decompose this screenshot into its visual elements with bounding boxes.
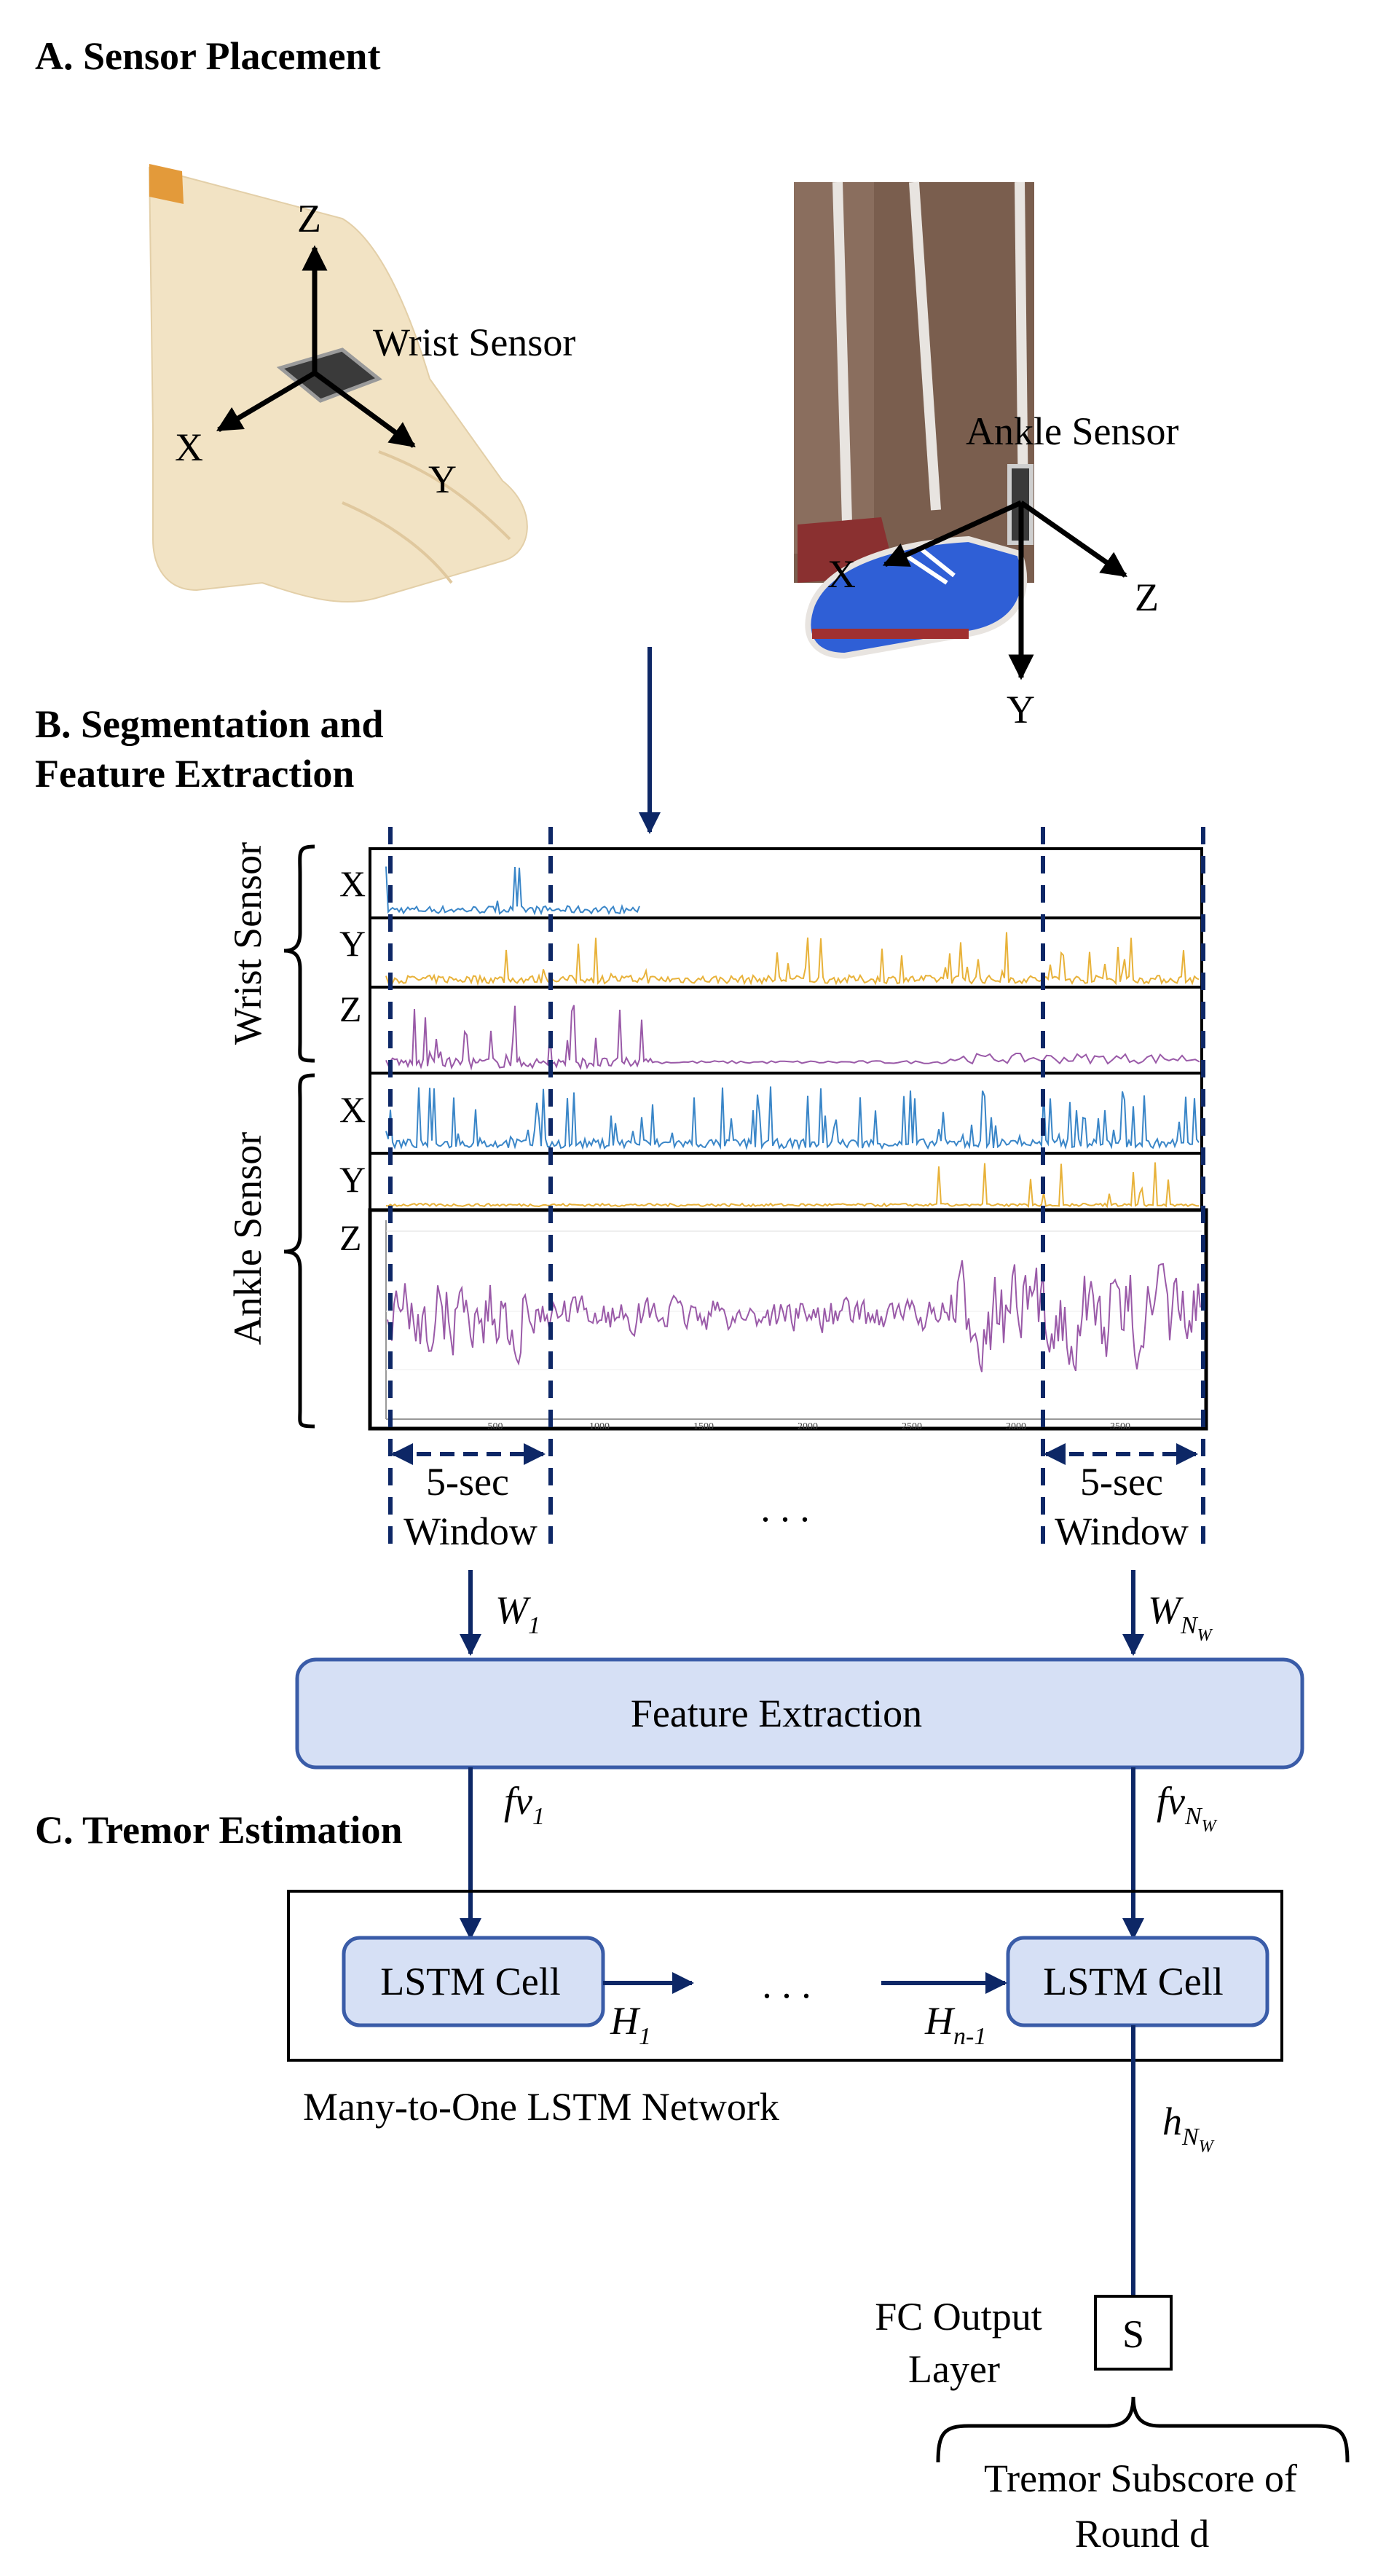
subscore-label-line1: Tremor Subscore of [984, 2457, 1297, 2500]
ankle-axis-y-label: Y [1007, 688, 1035, 731]
subscore-label-line2: Round d [1075, 2512, 1210, 2556]
ankle-sensor-label: Ankle Sensor [966, 409, 1178, 453]
window-1-label-line2: Window [403, 1509, 538, 1553]
ankle-axes [882, 500, 1127, 680]
section-a-title: A. Sensor Placement [35, 34, 380, 78]
window-boundaries [388, 827, 1205, 1550]
lstm-network-label: Many-to-One LSTM Network [303, 2085, 779, 2129]
wrist-panel-y-label: Y [339, 923, 366, 964]
window-1-label-line1: 5-sec [426, 1460, 509, 1504]
ankle-brace [283, 1073, 315, 1429]
ankle-z-panel [368, 1208, 1208, 1431]
wrist-x-panel [369, 847, 1203, 919]
fc-output-label-line1: FC Output [875, 2295, 1042, 2339]
subscore-brace [936, 2396, 1350, 2463]
feature-extraction-label: Feature Extraction [631, 1692, 922, 1735]
x-tick-label: 1500 [693, 1421, 714, 1432]
wrist-axis-y-label: Y [428, 458, 457, 501]
hidden-state-n-1: Hn-1 [924, 1999, 986, 2050]
final-hidden-state: hNW [1162, 2100, 1215, 2156]
section-c-title: C. Tremor Estimation [35, 1808, 402, 1852]
wrist-sensor-device [276, 347, 382, 403]
leg-illustration [794, 181, 1034, 659]
ankle-z-signal [387, 1260, 1201, 1373]
x-tick-label: 2500 [902, 1421, 922, 1432]
ankle-panel-y-label: Y [339, 1159, 366, 1200]
wrist-axes [216, 245, 416, 448]
window-n-label-line1: 5-sec [1080, 1460, 1163, 1504]
lstm-cell-1-label: LSTM Cell [380, 1960, 561, 2003]
lstm-ellipsis: . . . [762, 1963, 811, 2006]
fc-output-node [1094, 2295, 1173, 2371]
signal-panels: 500 1000 1500 2000 2500 3000 3500 [368, 847, 1208, 1432]
ankle-axis-x-label: X [827, 552, 856, 596]
section-b-title-line1: B. Segmentation and [35, 702, 384, 746]
wrist-sensor-label: Wrist Sensor [373, 321, 575, 364]
ankle-x-signal [385, 1086, 1200, 1151]
windows-ellipsis: . . . [760, 1486, 810, 1530]
wrist-axis-x-label: X [175, 425, 203, 469]
wrist-group-label: Wrist Sensor [226, 842, 269, 1045]
ankle-panel-x-label: X [339, 1089, 366, 1130]
wrist-x-signal [385, 866, 640, 916]
feature-vector-1: fv1 [504, 1779, 545, 1830]
x-tick-label: 3000 [1006, 1421, 1026, 1432]
x-tick-label: 2000 [798, 1421, 818, 1432]
x-tick-label: 1000 [589, 1421, 610, 1432]
ankle-axis-z-label: Z [1135, 576, 1159, 619]
window-n-symbol: WNW [1148, 1588, 1213, 1645]
x-tick-label: 500 [488, 1421, 503, 1432]
wrist-z-signal [385, 1005, 1200, 1071]
ankle-y-panel [369, 1152, 1203, 1212]
fc-output-label-line2: Layer [908, 2347, 1000, 2391]
window-1-symbol: W1 [495, 1588, 540, 1639]
wrist-panel-z-label: Z [339, 989, 362, 1029]
window-n-label-line2: Window [1055, 1509, 1189, 1553]
lstm-cell-n-label: LSTM Cell [1043, 1960, 1224, 2003]
wrist-panel-x-label: X [339, 863, 366, 904]
ankle-panel-z-label: Z [339, 1217, 362, 1258]
feature-extraction-box [295, 1657, 1304, 1770]
lstm-network-box [287, 1890, 1283, 2062]
ankle-group-label: Ankle Sensor [226, 1132, 269, 1345]
ankle-y-signal [385, 1162, 1200, 1209]
feature-vector-n: fvNW [1157, 1779, 1218, 1836]
lstm-cell-n [1006, 1936, 1269, 2027]
section-b-title-line2: Feature Extraction [35, 752, 354, 796]
wrist-brace [283, 844, 315, 1063]
fc-output-node-label: S [1122, 2312, 1144, 2356]
wrist-axis-z-label: Z [297, 197, 321, 240]
hidden-state-1: H1 [610, 1999, 651, 2050]
wrist-y-signal [385, 932, 1200, 986]
x-tick-label: 3500 [1110, 1421, 1130, 1432]
x-tick-labels: 500 1000 1500 2000 2500 3000 3500 [488, 1421, 1131, 1432]
